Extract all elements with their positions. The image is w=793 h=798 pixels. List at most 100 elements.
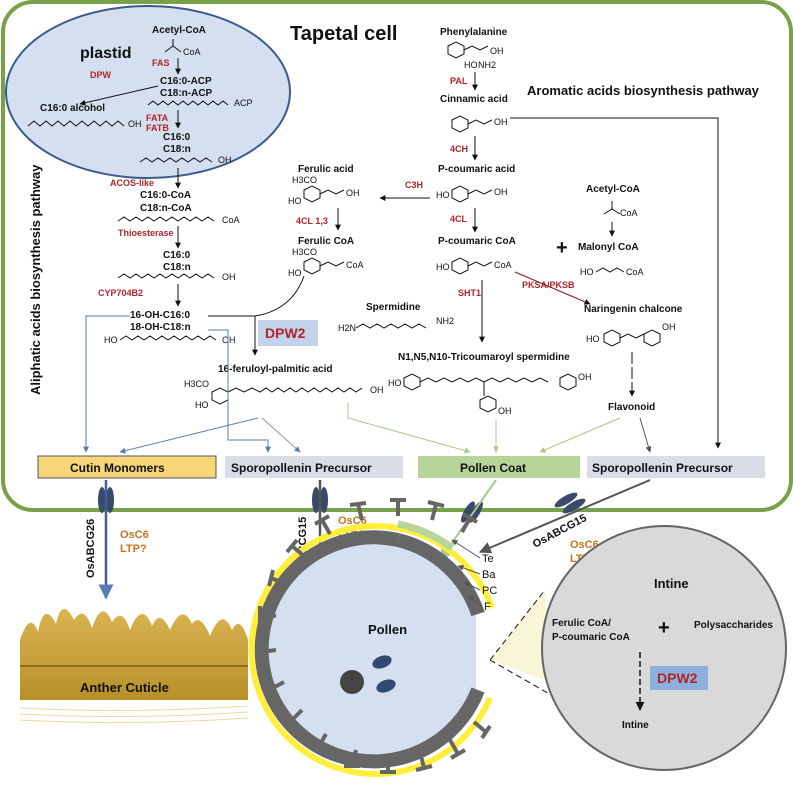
c18-acp: C18:n-ACP xyxy=(160,88,213,99)
phenylalanine-structure xyxy=(447,41,489,59)
enzyme-4cl: 4CL xyxy=(450,214,468,224)
enzyme-pal: PAL xyxy=(450,76,468,86)
acetyl-coa-right-structure xyxy=(603,201,621,215)
phenylalanine: Phenylalanine xyxy=(440,27,508,38)
naringenin: Naringenin chalcone xyxy=(584,304,683,315)
ferulic-coa: Ferulic CoA xyxy=(298,236,354,247)
arrow-pks xyxy=(514,271,591,305)
cinnamic-structure xyxy=(451,115,493,133)
aromatic-pathway-label: Aromatic acids biosynthesis pathway xyxy=(527,83,760,98)
p-coumaric-acid: P-coumaric acid xyxy=(438,164,515,175)
enzyme-fata: FATA xyxy=(146,113,169,123)
aliphatic-c16: C16:0 xyxy=(163,250,191,261)
layer-pc: PC xyxy=(482,585,497,597)
c16-coa: C16:0-CoA xyxy=(140,190,191,201)
p-coumaric-structure xyxy=(451,185,493,203)
enzyme-sht1: SHT1 xyxy=(458,288,481,298)
phe-oh: OH xyxy=(490,46,504,56)
enzyme-pksa: PKSA/PKSB xyxy=(522,280,575,290)
ferulic-h3co: H3CO xyxy=(292,175,317,185)
layer-f: F xyxy=(484,601,491,613)
ferulic-oh: OH xyxy=(346,188,360,198)
plastid-label: plastid xyxy=(80,45,132,62)
arrow-dpw xyxy=(79,85,159,106)
intine-product: Intine xyxy=(622,720,649,731)
anther-cuticle-label: Anther Cuticle xyxy=(80,680,169,695)
ferulic-structure xyxy=(303,185,345,203)
enzyme-fas: FAS xyxy=(152,58,170,68)
enzyme-thioesterase: Thioesterase xyxy=(118,228,174,238)
p-coumaric-coa: P-coumaric CoA xyxy=(438,236,516,247)
transporter-abcg26-icon xyxy=(98,487,114,513)
coa-chain xyxy=(117,216,215,222)
intine-dpw2-label: DPW2 xyxy=(657,670,698,686)
tricoumaroyl-ho: HO xyxy=(388,378,402,388)
plastid-fa-oh: OH xyxy=(218,155,232,165)
arrow-oh-to-cutin xyxy=(83,315,130,453)
cinnamic-acid: Cinnamic acid xyxy=(440,94,508,105)
layer-te: Te xyxy=(482,553,494,565)
sporopollenin-label-1: Sporopollenin Precursor xyxy=(231,461,372,475)
intine-plus: + xyxy=(658,617,670,639)
feruloyl-ho: HO xyxy=(195,400,209,410)
feruloyl-h3co: H3CO xyxy=(184,379,209,389)
aliphatic-c18: C18:n xyxy=(163,262,191,273)
pcoumaric-oh: OH xyxy=(494,187,508,197)
c16-alcohol: C16:0 alcohol xyxy=(40,103,105,114)
sporopollenin-box-1 xyxy=(225,456,403,478)
oh-c16: 16-OH-C16:0 xyxy=(130,310,190,321)
spermidine-nh2: NH2 xyxy=(436,316,454,326)
enzyme-4ch: 4CH xyxy=(450,144,468,154)
sporopollenin-label-2: Sporopollenin Precursor xyxy=(592,461,733,475)
feruloyl-oh: OH xyxy=(370,385,384,395)
plastid-c16: C16:0 xyxy=(163,132,191,143)
enzyme-fatb: FATB xyxy=(146,123,169,133)
aliphatic-fa-oh: OH xyxy=(222,272,236,282)
plastid-ellipse xyxy=(5,5,291,179)
ferulic-acid: Ferulic acid xyxy=(298,164,354,175)
tricoumaroyl-structure xyxy=(403,373,577,413)
flavonoid: Flavonoid xyxy=(608,402,655,413)
arrow-abcg15-2 xyxy=(478,479,651,554)
intine-inset-circle xyxy=(541,525,787,771)
layer-ba: Ba xyxy=(482,569,496,581)
cinnamic-oh: OH xyxy=(494,117,508,127)
acetyl-coa-chem-coa: CoA xyxy=(183,47,201,57)
acetyl-coa-right: Acetyl-CoA xyxy=(586,184,640,195)
phe-nh2: NH2 xyxy=(478,60,496,70)
aliphatic-pathway-label: Aliphatic acids biosynthesis pathway xyxy=(28,164,43,395)
arrow-flavonoid-coat xyxy=(539,417,621,453)
plastid-fa-chain xyxy=(139,157,213,163)
osabcg26-label: OsABCG26 xyxy=(85,519,97,578)
layer-f-pointer xyxy=(467,595,483,607)
enzyme-cyp704b2: CYP704B2 xyxy=(98,288,143,298)
enzyme-dpw: DPW xyxy=(90,70,112,80)
acp-chem-label: ACP xyxy=(234,98,253,108)
tricoumaroyl-oh2: OH xyxy=(498,406,512,416)
feruloyl-palmitic: 16-feruloyl-palmitic acid xyxy=(218,364,332,375)
pcoumaric-coa-ho: HO xyxy=(436,262,450,272)
intine-substrate-1: Ferulic CoA/ xyxy=(552,618,611,629)
tricoumaroyl: N1,N5,N10-Tricoumaroyl spermidine xyxy=(398,352,570,363)
spermidine: Spermidine xyxy=(366,302,421,313)
layer-te-pointer xyxy=(451,539,481,559)
coa-chain-label: CoA xyxy=(222,215,240,225)
arrow-cinnamic-to-sporo xyxy=(510,117,721,449)
p-coumaric-coa-structure xyxy=(451,257,493,275)
spermidine-h2n: H2N xyxy=(338,323,356,333)
hydroxy-chain-ho: HO xyxy=(104,335,118,345)
acp-chain xyxy=(147,100,229,106)
ferulic-ho: HO xyxy=(288,196,302,206)
ltp-label-1: LTP? xyxy=(120,543,147,555)
ferulic-coa-label: CoA xyxy=(346,260,364,270)
plastid-acetyl-coa: Acetyl-CoA xyxy=(152,25,206,36)
anther-cuticle-illustration xyxy=(19,608,249,724)
hydroxy-chain-oh: OH xyxy=(222,335,236,345)
layer-pc-pointer xyxy=(463,581,481,591)
acetyl-coa-structure xyxy=(164,39,182,53)
intine-zoom-line-bottom xyxy=(489,659,561,701)
pcoumaric-ho: HO xyxy=(436,190,450,200)
arrow-feruloyl-sporo xyxy=(261,417,301,453)
ferulic-coa-ho: HO xyxy=(288,268,302,278)
dpw2-box xyxy=(258,320,318,346)
